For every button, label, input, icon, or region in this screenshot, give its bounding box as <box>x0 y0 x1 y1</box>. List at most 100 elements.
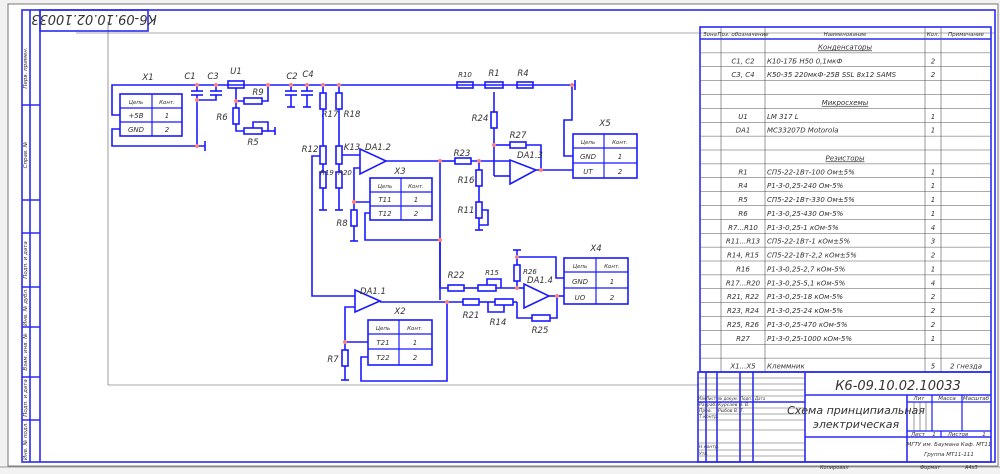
x2-r1c2: 1 <box>413 339 417 347</box>
c2-label: C2 <box>286 72 297 82</box>
drawing-number: К6-09.10.02.10033 <box>835 379 961 394</box>
bom-pos: R7...R10 <box>728 224 758 232</box>
side-label: Перв. примен. <box>23 47 29 89</box>
side-label: Подп. и дата <box>23 241 29 279</box>
x5-h2: Конт. <box>612 140 628 146</box>
bom-qty: 1 <box>931 127 935 135</box>
role-utv: Утв. <box>699 451 708 457</box>
da11-label: DA1.1 <box>360 287 386 297</box>
title-block: Лит Масса Масштаб Лист 1 Листов 1 МГТУ и… <box>697 371 992 463</box>
group: Группа МТ11-111 <box>924 452 974 458</box>
side-label: Инв. № подл. <box>23 422 29 460</box>
bom-name: Р1-3-0,25-1000 кОм-5% <box>767 335 852 343</box>
copied-label: Копировал <box>820 465 849 471</box>
rotated-number-stamp <box>39 9 149 32</box>
bom-pos: R16 <box>736 265 750 273</box>
x1-r1c2: 1 <box>165 112 169 120</box>
format-value: А4х3 <box>964 465 978 471</box>
bom-pos: R25, R26 <box>727 321 760 329</box>
bom-name: Р1-3-0,25-470 кОм-5% <box>767 321 848 329</box>
sheet-value: 1 <box>932 432 936 438</box>
col-izm: Изм <box>698 396 706 401</box>
bom-section-row: Резисторы <box>700 154 991 165</box>
bom-header-pos: Поз. обозначение <box>717 32 769 38</box>
c3-label: C3 <box>207 72 218 82</box>
sheets-label: Листов <box>947 432 969 438</box>
r24-label: R24 <box>472 114 489 124</box>
r12-label: R12 <box>302 145 319 155</box>
x2-r2c1: Т22 <box>376 354 390 362</box>
stamp-mass-label: Масса <box>938 396 956 402</box>
schematic: X1 Цепь Конт. +5В 1 GND 2 C1 C3 U1 <box>111 67 638 382</box>
bom-qty: 2 <box>931 293 936 301</box>
r8-label: R8 <box>336 219 348 229</box>
r6-label: R6 <box>216 113 228 123</box>
stamp-scale-label: Масштаб <box>963 396 990 402</box>
bom-name: Р1-3-0,25-18 кОм-5% <box>767 293 843 301</box>
r4-label: R4 <box>517 69 528 79</box>
bom-qty: 4 <box>931 224 935 232</box>
bom-qty: 1 <box>931 168 935 176</box>
x4-h2: Конт. <box>604 264 620 270</box>
role-razrab: Разраб. <box>699 402 717 408</box>
format-label: Формат <box>920 465 941 471</box>
c4-label: C4 <box>302 70 313 80</box>
bom-name: СП5-22-1Вт-1 кОм±5% <box>767 238 850 246</box>
col-sign: Подп. <box>740 396 752 401</box>
r9-label: R9 <box>252 88 263 98</box>
bom-qty: 2 <box>931 252 936 260</box>
bom-name: LM 317 L <box>767 113 799 121</box>
connector-x5: X5 Цепь Конт. GND 1 UT 2 <box>572 119 638 179</box>
x5-r2c1: UT <box>583 168 593 176</box>
bom-qty: 2 <box>931 57 936 65</box>
bom-name: MC33207D Motorola <box>767 127 839 135</box>
x5-label: X5 <box>598 119 610 129</box>
r25-label: R25 <box>532 326 549 336</box>
side-label: Справ. № <box>23 141 29 168</box>
r21-label: R21 <box>463 311 480 321</box>
bom-qty: 1 <box>931 196 935 204</box>
col-list: Лист <box>705 396 717 401</box>
bom-header-qty: Кол. <box>927 32 940 38</box>
bom-header-note: Примечание <box>948 32 985 38</box>
x2-h1: Цепь <box>376 326 391 332</box>
x4-label: X4 <box>589 244 601 254</box>
x3-r1c1: Т11 <box>378 196 391 204</box>
bom-qty: 1 <box>931 265 935 273</box>
x5-r1c1: GND <box>580 153 597 161</box>
role-nkontr: Н.контр. <box>699 444 719 450</box>
side-label: Взам. инв. № <box>23 333 29 371</box>
connector-x2: X2 Цепь Конт. Т21 1 Т22 2 <box>367 307 433 366</box>
sheets-value: 1 <box>982 432 986 438</box>
bom-qty: 5 <box>931 363 936 371</box>
bom-qty: 1 <box>931 182 935 190</box>
x4-r1c2: 1 <box>610 278 614 286</box>
bom-name: Р1-3-0,25-1 кОм-5% <box>767 224 839 232</box>
bom-name: К50-35 220мкФ-25В SSL 8х12 SAMS <box>767 71 897 79</box>
prov-name: Рыбов В. Т. <box>718 408 744 414</box>
x2-r2c2: 2 <box>413 354 418 362</box>
connector-x4: X4 Цепь Конт. GND 1 UO 2 <box>563 244 629 305</box>
r13-label: K13 <box>344 143 360 153</box>
r19-label: R19 <box>320 169 334 177</box>
r27-label: R27 <box>510 131 527 141</box>
r18-label: R18 <box>344 110 361 120</box>
razrab-name: Курсаев Н. В. <box>718 402 750 408</box>
junction-dots <box>195 83 574 344</box>
bom-note: 2 гнезда <box>950 363 982 371</box>
bom-name: К10-17Б Н50 0,1мкФ <box>767 57 842 65</box>
r11-label: R11 <box>458 206 475 216</box>
r14-label: R14 <box>490 318 507 328</box>
r20-label: R20 <box>338 169 352 177</box>
bom-name: Конденсаторы <box>818 43 872 51</box>
bom-pos: R4 <box>738 182 747 190</box>
